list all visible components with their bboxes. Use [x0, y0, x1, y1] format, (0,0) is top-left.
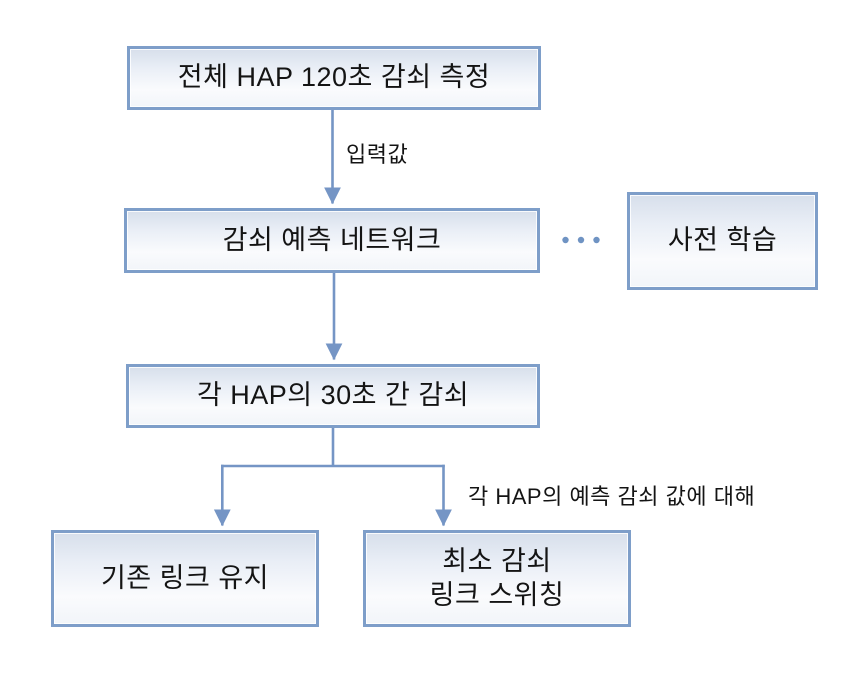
- node-measure-total-hap: 전체 HAP 120초 감쇠 측정: [127, 46, 541, 110]
- node-network-label: 감쇠 예측 네트워크: [222, 224, 442, 255]
- edge-label-per-hap-predicted: 각 HAP의 예측 감쇠 값에 대해: [468, 484, 756, 509]
- node-min-attenuation-link-switching: 최소 감쇠 링크 스위칭: [363, 530, 631, 627]
- node-decay30-label: 각 HAP의 30초 간 감쇠: [196, 380, 470, 411]
- edge-label-input-value: 입력값: [346, 142, 409, 167]
- node-attenuation-prediction-network: 감쇠 예측 네트워크: [124, 208, 540, 273]
- node-per-hap-30s-attenuation: 각 HAP의 30초 간 감쇠: [126, 364, 540, 428]
- node-measure-label: 전체 HAP 120초 감쇠 측정: [177, 62, 491, 93]
- node-pretraining: 사전 학습: [627, 192, 818, 290]
- node-keep-existing-link: 기존 링크 유지: [51, 530, 319, 627]
- ellipsis-connector-icon: [562, 236, 600, 244]
- node-switch-label: 최소 감쇠 링크 스위칭: [429, 545, 565, 610]
- node-keep-label: 기존 링크 유지: [100, 562, 270, 593]
- node-pretrain-label: 사전 학습: [667, 225, 778, 256]
